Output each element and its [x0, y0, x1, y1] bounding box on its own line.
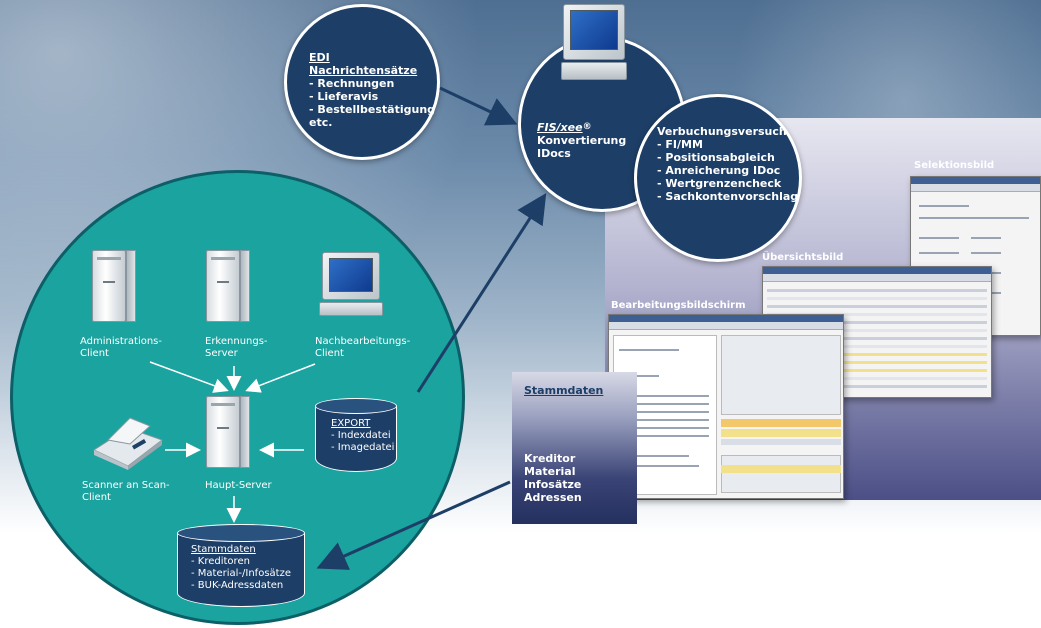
haupt-server-side: [240, 396, 250, 468]
stammdaten-item: Adressen: [524, 491, 582, 504]
fis-brand: FIS/xee: [537, 121, 583, 134]
stammdaten-item: Infosätze: [524, 478, 582, 491]
stammdaten-panel-title: Stammdaten: [524, 384, 604, 397]
export-item: - Imagedatei: [331, 442, 395, 453]
verbuchung-item: - Wertgrenzencheck: [657, 177, 782, 190]
registered-mark: ®: [582, 122, 592, 132]
nachbearbeitungs-client-label: Nachbearbeitungs-Client: [315, 336, 411, 359]
uebersichtsbild-label: Übersichtsbild: [762, 252, 844, 263]
verbuchung-title: Verbuchungsversuch: [657, 125, 787, 138]
fis-line: Konvertierung: [537, 134, 627, 147]
stammdaten-item: Material: [524, 465, 576, 478]
arrow-export-to-fis: [416, 192, 547, 393]
stammdaten-item: Kreditor: [524, 452, 576, 465]
edi-item: - Rechnungen: [309, 77, 395, 90]
edi-title: EDI Nachrichtensätze: [309, 51, 418, 77]
stammdaten-database-icon: Stammdaten - Kreditoren - Material-/Info…: [177, 524, 305, 608]
scanner-label: Scanner an Scan-Client: [82, 480, 170, 503]
verbuchung-item: - Positionsabgleich: [657, 151, 775, 164]
verbuchung-item: - Sachkontenvorschlag: [657, 190, 799, 203]
erkennungs-server-side: [240, 250, 250, 322]
admin-client-server-side: [126, 250, 136, 322]
edi-item: - Lieferavis: [309, 90, 379, 103]
scanner-icon: [92, 417, 164, 470]
haupt-server-icon: [206, 396, 240, 468]
bearbeitungsbildschirm-label: Bearbeitungsbildschirm: [611, 300, 746, 311]
verbuchungsversuch-circle: Verbuchungsversuch - FI/MM - Positionsab…: [634, 94, 802, 262]
arrow-nachbearbeitung-to-haupt: [245, 363, 316, 393]
arrow-admin-to-haupt: [149, 361, 229, 393]
stammdaten-item: - BUK-Adressdaten: [191, 580, 284, 591]
admin-client-server-icon: [92, 250, 126, 322]
export-item: - Indexdatei: [331, 430, 391, 441]
stammdaten-title: Stammdaten: [191, 544, 256, 555]
admin-client-label: Administrations-Client: [80, 336, 162, 359]
erkennungs-server-label: Erkennungs-Server: [205, 336, 268, 359]
arrow-stammdaten-to-db: [316, 480, 511, 570]
stammdaten-item: - Material-/Infosätze: [191, 568, 291, 579]
edi-item: etc.: [309, 116, 333, 129]
selektionsbild-label: Selektionsbild: [914, 160, 995, 171]
edi-circle: EDI Nachrichtensätze - Rechnungen - Lief…: [284, 4, 440, 160]
export-title: EXPORT: [331, 418, 371, 429]
arrow-edi-to-fis: [439, 86, 518, 126]
verbuchung-item: - Anreicherung IDoc: [657, 164, 781, 177]
stammdaten-panel: Stammdaten Kreditor Material Infosätze A…: [512, 372, 637, 524]
export-database-icon: EXPORT - Indexdatei - Imagedatei: [315, 398, 397, 473]
erkennungs-server-icon: [206, 250, 240, 322]
stammdaten-item: - Kreditoren: [191, 556, 250, 567]
verbuchung-item: - FI/MM: [657, 138, 703, 151]
fis-line: IDocs: [537, 147, 571, 160]
haupt-server-label: Haupt-Server: [205, 480, 272, 491]
edi-item: - Bestellbestätigung: [309, 103, 436, 116]
